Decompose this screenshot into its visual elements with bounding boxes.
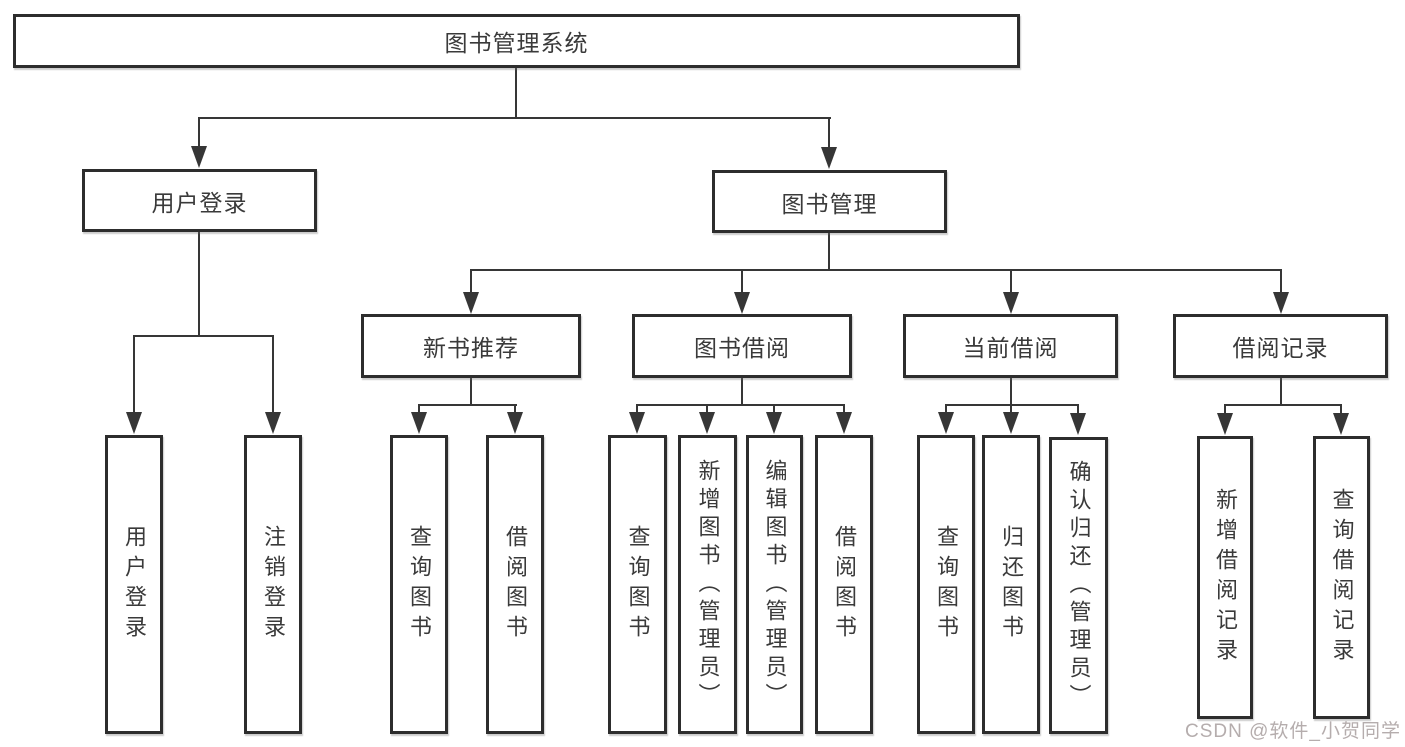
connector-book-borrow-trunk bbox=[741, 378, 743, 406]
connector-book-mgmt-rail bbox=[470, 269, 1282, 271]
connector-to-bb-add bbox=[706, 404, 708, 414]
node-bb-borrow: 借阅图书 bbox=[815, 435, 873, 734]
connector-book-borrow-rail bbox=[636, 404, 845, 406]
node-rec-borrow-label: 借阅图书 bbox=[503, 524, 528, 645]
arrowhead-down-icon bbox=[821, 147, 837, 169]
node-rec-query: 查询图书 bbox=[390, 435, 448, 734]
arrowhead-down-icon bbox=[1070, 413, 1086, 435]
arrowhead-down-icon bbox=[836, 412, 852, 434]
node-rec-borrow: 借阅图书 bbox=[486, 435, 544, 734]
arrowhead-down-icon bbox=[699, 412, 715, 434]
connector-book-mgmt-trunk bbox=[828, 233, 830, 271]
connector-to-cb-query bbox=[945, 404, 947, 414]
node-user-login: 用户登录 bbox=[82, 169, 317, 232]
connector-to-rec-borrow bbox=[514, 404, 516, 414]
node-bb-query-label: 查询图书 bbox=[625, 524, 651, 645]
node-bb-edit-label: 编辑图书（管理员） bbox=[762, 458, 788, 711]
node-new-book-rec-label: 新书推荐 bbox=[423, 335, 519, 361]
connector-root-trunk bbox=[515, 68, 517, 118]
node-book-mgmt-label: 图书管理 bbox=[781, 190, 878, 217]
connector-to-br-query bbox=[1340, 404, 1342, 414]
arrowhead-down-icon bbox=[463, 292, 479, 314]
node-rec-query-label: 查询图书 bbox=[407, 524, 432, 645]
node-cb-query-label: 查询图书 bbox=[934, 524, 959, 645]
connector-current-borrow-rail bbox=[945, 404, 1079, 406]
node-bb-edit: 编辑图书（管理员） bbox=[746, 435, 803, 734]
node-br-add: 新增借阅记录 bbox=[1197, 436, 1253, 719]
connector-current-borrow-trunk bbox=[1010, 378, 1012, 406]
connector-to-logout bbox=[272, 335, 274, 413]
node-book-mgmt: 图书管理 bbox=[712, 170, 947, 233]
arrowhead-down-icon bbox=[1003, 412, 1019, 434]
node-bb-query: 查询图书 bbox=[608, 435, 667, 734]
node-bb-add-label: 新增图书（管理员） bbox=[695, 458, 721, 711]
connector-to-current-borrow bbox=[1010, 269, 1012, 293]
connector-to-bb-edit bbox=[773, 404, 775, 414]
arrowhead-down-icon bbox=[1273, 292, 1289, 314]
arrowhead-down-icon bbox=[265, 412, 281, 434]
node-current-borrow: 当前借阅 bbox=[903, 314, 1118, 378]
connector-to-bb-query bbox=[636, 404, 638, 414]
connector-to-cb-return bbox=[1010, 404, 1012, 414]
node-br-add-label: 新增借阅记录 bbox=[1213, 487, 1238, 668]
arrowhead-down-icon bbox=[126, 412, 142, 434]
node-cb-query: 查询图书 bbox=[917, 435, 975, 734]
connector-to-book-borrow bbox=[741, 269, 743, 293]
node-br-query: 查询借阅记录 bbox=[1313, 436, 1370, 719]
arrowhead-down-icon bbox=[1003, 292, 1019, 314]
arrowhead-down-icon bbox=[1217, 413, 1233, 435]
node-new-book-rec: 新书推荐 bbox=[361, 314, 581, 378]
watermark: CSDN @软件_小贺同学 bbox=[1185, 721, 1401, 742]
node-br-query-label: 查询借阅记录 bbox=[1329, 487, 1355, 668]
node-user-login-label: 用户登录 bbox=[151, 189, 248, 216]
connector-new-book-rec-trunk bbox=[470, 378, 472, 406]
connector-user-login-rail bbox=[133, 335, 274, 337]
connector-root-to-book-mgmt bbox=[828, 117, 830, 148]
connector-to-borrow-records bbox=[1280, 269, 1282, 293]
node-book-borrow-label: 图书借阅 bbox=[694, 335, 790, 361]
connector-borrow-records-trunk bbox=[1280, 378, 1282, 406]
connector-borrow-records-rail bbox=[1224, 404, 1342, 406]
connector-to-new-book-rec bbox=[470, 269, 472, 293]
connector-to-rec-query bbox=[418, 404, 420, 414]
node-current-borrow-label: 当前借阅 bbox=[962, 335, 1059, 361]
node-borrow-records: 借阅记录 bbox=[1173, 314, 1388, 378]
arrowhead-down-icon bbox=[411, 412, 427, 434]
connector-to-br-add bbox=[1224, 404, 1226, 414]
connector-root-rail bbox=[198, 117, 831, 119]
node-book-borrow: 图书借阅 bbox=[632, 314, 852, 378]
connector-to-login bbox=[133, 335, 135, 413]
node-logout: 注销登录 bbox=[244, 435, 302, 734]
connector-new-book-rec-rail bbox=[418, 404, 517, 406]
node-login-label: 用户登录 bbox=[122, 524, 147, 645]
arrowhead-down-icon bbox=[734, 292, 750, 314]
node-root-label: 图书管理系统 bbox=[444, 30, 589, 56]
node-borrow-records-label: 借阅记录 bbox=[1232, 335, 1329, 361]
arrowhead-down-icon bbox=[938, 412, 954, 434]
arrowhead-down-icon bbox=[1333, 413, 1349, 435]
node-logout-label: 注销登录 bbox=[261, 524, 286, 645]
node-bb-borrow-label: 借阅图书 bbox=[832, 524, 857, 645]
connector-to-cb-confirm bbox=[1077, 404, 1079, 414]
node-cb-return-label: 归还图书 bbox=[999, 524, 1024, 645]
arrowhead-down-icon bbox=[766, 412, 782, 434]
node-cb-confirm-label: 确认归还（管理员） bbox=[1066, 459, 1092, 712]
connector-to-bb-borrow bbox=[843, 404, 845, 414]
arrowhead-down-icon bbox=[629, 412, 645, 434]
connector-user-login-trunk bbox=[198, 232, 200, 336]
connector-root-to-user-login bbox=[198, 117, 200, 147]
node-bb-add: 新增图书（管理员） bbox=[678, 435, 737, 734]
arrowhead-down-icon bbox=[191, 146, 207, 168]
node-login: 用户登录 bbox=[105, 435, 163, 734]
node-root: 图书管理系统 bbox=[13, 14, 1020, 68]
node-cb-confirm: 确认归还（管理员） bbox=[1049, 437, 1108, 734]
arrowhead-down-icon bbox=[507, 412, 523, 434]
node-cb-return: 归还图书 bbox=[982, 435, 1040, 734]
